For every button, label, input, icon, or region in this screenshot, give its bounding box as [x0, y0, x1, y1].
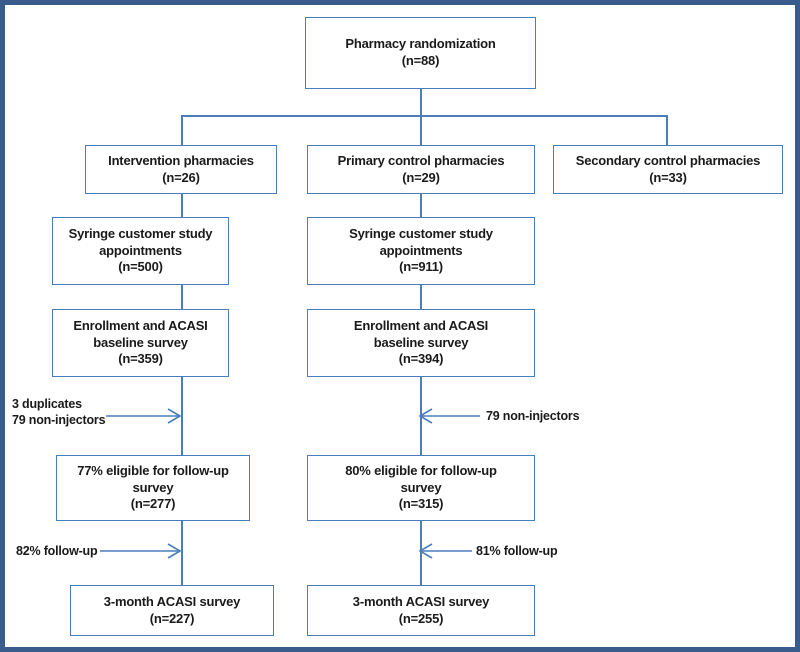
node-appointments-intervention-count: (n=500): [118, 259, 163, 275]
annotation-followup-right-label: 81% follow-up: [476, 544, 558, 558]
node-baseline-primary-line2: baseline survey: [373, 334, 469, 350]
node-eligible-intervention-count: (n=277): [130, 496, 176, 512]
node-appointments-primary-line2: appointments: [379, 242, 463, 258]
node-appointments-primary-count: (n=911): [399, 259, 443, 275]
connector-left-appointments-to-baseline: [181, 285, 183, 309]
arrow-followup-right: [418, 543, 472, 559]
node-pharmacy-randomization-count: (n=88): [401, 53, 440, 68]
node-primary-control-pharmacies-count: (n=29): [402, 169, 440, 185]
node-baseline-primary-count: (n=394): [398, 351, 444, 367]
node-final-survey-primary[interactable]: 3-month ACASI survey (n=255): [307, 585, 535, 636]
node-final-survey-intervention[interactable]: 3-month ACASI survey (n=227): [70, 585, 274, 636]
node-primary-control-pharmacies-label: Primary control pharmacies: [337, 152, 505, 168]
annotation-followup-left-label: 82% follow-up: [16, 544, 98, 558]
node-appointments-primary[interactable]: Syringe customer study appointments (n=9…: [307, 217, 535, 285]
node-baseline-intervention-count: (n=359): [118, 351, 163, 367]
node-eligible-intervention-line2: survey: [132, 479, 174, 495]
annotation-exclusions-right: 79 non-injectors: [486, 409, 580, 425]
connector-mid-appointments-to-baseline: [420, 285, 422, 309]
node-baseline-primary[interactable]: Enrollment and ACASI baseline survey (n=…: [307, 309, 535, 377]
node-appointments-intervention-line1: Syringe customer study: [68, 226, 213, 242]
connector-drop-primary: [420, 115, 422, 145]
connector-drop-intervention: [181, 115, 183, 145]
connector-root-down: [420, 89, 422, 116]
connector-drop-secondary: [666, 115, 668, 145]
node-baseline-primary-line1: Enrollment and ACASI: [353, 318, 489, 334]
node-final-survey-intervention-label: 3-month ACASI survey: [103, 593, 241, 609]
annotation-exclusions-left-line1: 3 duplicates: [12, 397, 82, 411]
node-secondary-control-pharmacies[interactable]: Secondary control pharmacies (n=33): [553, 145, 783, 194]
node-secondary-control-pharmacies-count: (n=33): [649, 169, 687, 185]
node-eligible-primary[interactable]: 80% eligible for follow-up survey (n=315…: [307, 455, 535, 521]
annotation-followup-right: 81% follow-up: [476, 544, 558, 560]
node-eligible-primary-line1: 80% eligible for follow-up: [345, 463, 497, 479]
node-secondary-control-pharmacies-label: Secondary control pharmacies: [575, 152, 761, 168]
connector-mid-arm-to-appointments: [420, 194, 422, 217]
annotation-followup-left: 82% follow-up: [16, 544, 98, 560]
arrow-exclusions-right: [418, 408, 480, 424]
node-baseline-intervention[interactable]: Enrollment and ACASI baseline survey (n=…: [52, 309, 229, 377]
node-eligible-primary-count: (n=315): [398, 496, 444, 512]
connector-mid-eligible-to-final: [420, 521, 422, 585]
arrow-exclusions-left: [106, 408, 182, 424]
node-appointments-primary-line1: Syringe customer study: [349, 226, 493, 242]
node-final-survey-primary-label: 3-month ACASI survey: [352, 593, 490, 609]
node-primary-control-pharmacies[interactable]: Primary control pharmacies (n=29): [307, 145, 535, 194]
node-baseline-intervention-line2: baseline survey: [93, 334, 188, 350]
connector-left-arm-to-appointments: [181, 194, 183, 217]
annotation-exclusions-left: 3 duplicates 79 non-injectors: [12, 397, 106, 428]
arrow-followup-left: [100, 543, 182, 559]
node-intervention-pharmacies[interactable]: Intervention pharmacies (n=26): [85, 145, 277, 194]
connector-left-eligible-to-final: [181, 521, 183, 585]
node-final-survey-intervention-count: (n=227): [149, 610, 195, 626]
node-intervention-pharmacies-count: (n=26): [162, 169, 200, 185]
node-appointments-intervention-line2: appointments: [99, 242, 182, 258]
node-pharmacy-randomization[interactable]: Pharmacy randomization (n=88): [305, 17, 536, 89]
node-eligible-intervention-line1: 77% eligible for follow-up: [77, 463, 229, 479]
node-appointments-intervention[interactable]: Syringe customer study appointments (n=5…: [52, 217, 229, 285]
node-intervention-pharmacies-label: Intervention pharmacies: [108, 152, 254, 168]
connector-left-baseline-to-eligible: [181, 377, 183, 455]
connector-distributor: [181, 115, 667, 117]
node-eligible-intervention[interactable]: 77% eligible for follow-up survey (n=277…: [56, 455, 250, 521]
node-pharmacy-randomization-label: Pharmacy randomization: [345, 36, 496, 52]
node-eligible-primary-line2: survey: [400, 479, 442, 495]
annotation-exclusions-left-line2: 79 non-injectors: [12, 412, 106, 427]
annotation-exclusions-right-label: 79 non-injectors: [486, 409, 580, 423]
node-final-survey-primary-count: (n=255): [398, 610, 444, 626]
node-baseline-intervention-line1: Enrollment and ACASI: [73, 318, 208, 334]
